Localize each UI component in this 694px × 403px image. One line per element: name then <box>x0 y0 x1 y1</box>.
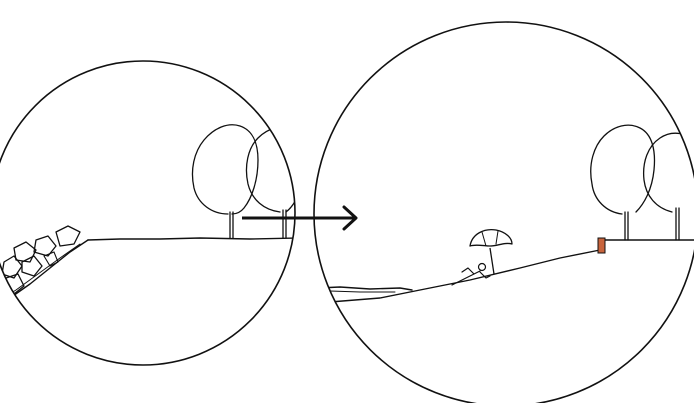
sunbather <box>452 264 490 286</box>
rock <box>56 226 80 246</box>
water-line <box>318 287 412 290</box>
sunbather-head <box>479 264 486 271</box>
panel-before <box>0 61 305 365</box>
water-edge <box>330 291 395 292</box>
umbrella-pole <box>490 248 494 274</box>
ground-line <box>88 238 300 240</box>
panel-after <box>314 22 694 403</box>
shoreline <box>0 240 88 308</box>
beach-umbrella <box>470 230 512 274</box>
sunbather-body <box>452 268 490 285</box>
transition-arrow <box>242 207 356 229</box>
rock <box>14 242 36 262</box>
panel-after-outline <box>314 22 694 403</box>
panel-before-outline <box>0 61 295 365</box>
sloped-beach <box>330 250 600 302</box>
umbrella-canopy <box>470 230 512 246</box>
tree <box>192 125 258 238</box>
marker-post <box>598 238 605 253</box>
